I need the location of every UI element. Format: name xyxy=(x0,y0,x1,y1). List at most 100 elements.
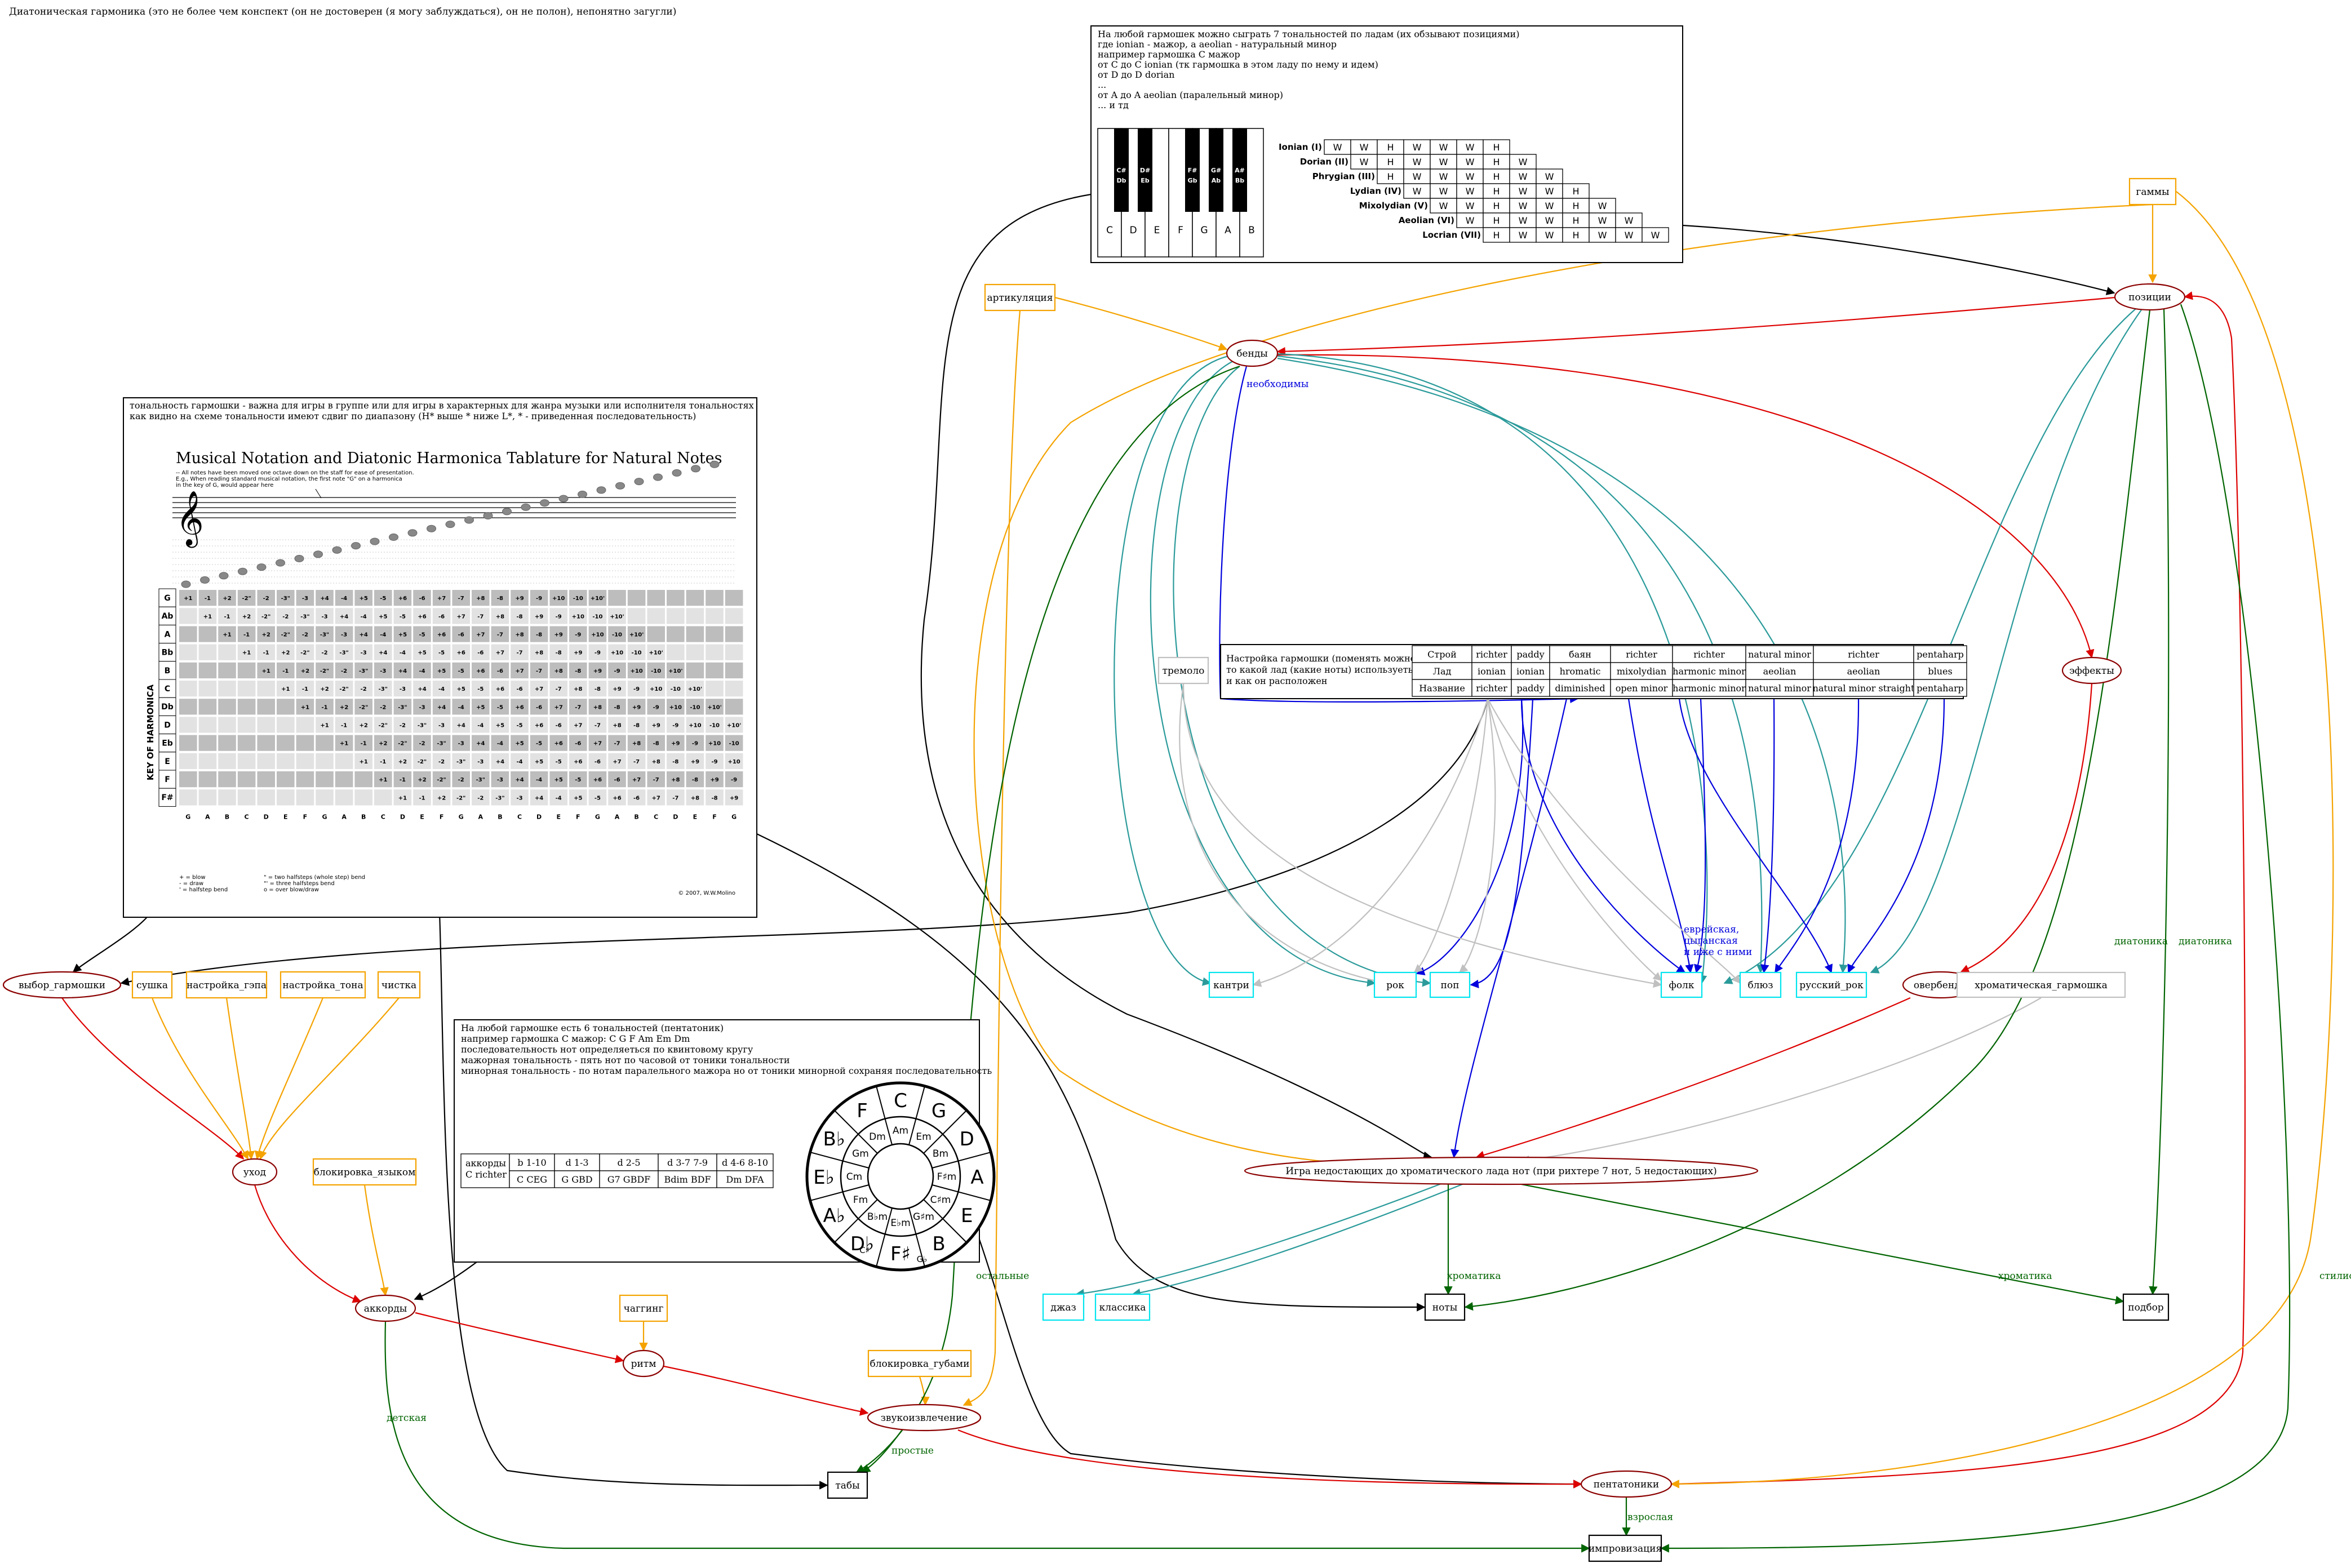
tab-cell: -3" xyxy=(339,650,348,656)
tab-cell: -4 xyxy=(419,668,425,674)
tab-cell: +5 xyxy=(437,668,446,674)
tab-cell-bg xyxy=(354,717,372,733)
tab-cell: -6 xyxy=(575,741,581,747)
tab-cell: -5 xyxy=(516,723,522,729)
tab-cell-bg xyxy=(452,735,470,751)
harmonica-key: B xyxy=(165,667,171,676)
tab-cell-bg xyxy=(198,681,217,697)
tab-cell-bg xyxy=(374,608,392,624)
tab-cell-bg xyxy=(549,626,567,642)
music-staff: 𝄞 xyxy=(172,460,736,588)
edge-modes-to-pozicii xyxy=(1682,224,2115,295)
circle-minor-key: Am xyxy=(893,1125,908,1136)
chord-value: Dm DFA xyxy=(726,1174,764,1185)
tab-cell: -4 xyxy=(341,596,347,602)
tab-cell-bg xyxy=(257,771,275,788)
tab-cell-bg xyxy=(218,662,236,678)
tuning-cell: harmonic minor xyxy=(1673,683,1746,694)
tab-cell-bg xyxy=(316,681,334,697)
edge-tuning-to-rok xyxy=(1416,698,1524,976)
tab-cell-bg xyxy=(179,753,197,769)
node-label: рок xyxy=(1386,980,1404,991)
circle-divider xyxy=(876,1207,893,1267)
tab-cell: +2 xyxy=(320,686,329,692)
edge-bendy-to-rok xyxy=(1150,360,1376,987)
mode-step-cell xyxy=(1377,139,1404,155)
tab-cell: +1 xyxy=(398,795,407,801)
node-zvukoizvlechenie: звукоизвлечение xyxy=(867,1403,982,1432)
circle-inner xyxy=(867,1143,934,1210)
tuning-cell: richter xyxy=(1626,649,1657,660)
tab-cell: -9 xyxy=(672,723,678,729)
tab-cell-bg xyxy=(627,644,646,660)
circle-minor-key: E♭m xyxy=(890,1218,910,1229)
mode-step: H xyxy=(1493,171,1500,182)
tab-cell-bg xyxy=(257,699,275,715)
tab-cell-bg xyxy=(647,771,665,788)
tab-cell: -7 xyxy=(556,686,562,692)
note-row-label: E xyxy=(693,813,698,820)
tab-cell: +10 xyxy=(611,650,623,656)
tab-cell-bg xyxy=(354,753,372,769)
tab-cell-bg xyxy=(277,590,295,606)
circle-major-key: D♭ xyxy=(850,1233,874,1255)
tab-cell-bg xyxy=(472,699,490,715)
tuning-cell-box xyxy=(1913,645,1967,663)
chord-value-box xyxy=(716,1170,774,1188)
node-label: бенды xyxy=(1236,348,1268,359)
tuning-cell: aeolian xyxy=(1847,666,1880,677)
tab-cell-bg xyxy=(413,608,431,624)
tab-cell: +1 xyxy=(184,596,192,602)
tab-cell-bg xyxy=(237,771,256,788)
edge-chistka-to-ukhod xyxy=(258,997,400,1160)
staff-note xyxy=(691,465,700,473)
staff-note xyxy=(672,469,682,477)
tab-cell-bg xyxy=(198,771,217,788)
tab-cell-bg xyxy=(627,626,646,642)
tab-cell-bg xyxy=(588,699,607,715)
modes-note-line: где ionian - мажор, а aeolian - натураль… xyxy=(1098,39,1337,50)
tab-cell: +1 xyxy=(301,704,309,710)
node-label: артикуляция xyxy=(987,292,1053,304)
tab-cell: -8 xyxy=(692,777,698,783)
tab-cell-bg xyxy=(335,771,353,788)
tuning-cell: richter xyxy=(1476,649,1507,660)
tab-cell: -4 xyxy=(458,704,464,710)
tab-cell-bg xyxy=(218,608,236,624)
tab-cell: +1 xyxy=(242,650,251,656)
tab-cell: -2 xyxy=(477,795,483,801)
mode-name: Aeolian (VI) xyxy=(1399,215,1454,225)
node-label: гаммы xyxy=(2136,186,2169,198)
tab-cell: -6 xyxy=(516,686,522,692)
circle-divider xyxy=(833,1199,878,1243)
tab-cell-bg xyxy=(179,789,197,806)
node-label: блокировка_губами xyxy=(870,1358,969,1370)
tab-cell-bg xyxy=(452,753,470,769)
tab-cell-bg xyxy=(374,789,392,806)
tab-cell: +10 xyxy=(650,686,662,692)
tab-cell-bg xyxy=(393,699,412,715)
tab-cell: +5 xyxy=(574,795,582,801)
circle-divider xyxy=(876,1086,893,1145)
tab-cell-bg xyxy=(549,789,567,806)
mode-step-cell xyxy=(1456,168,1484,184)
tab-cell-bg xyxy=(569,735,587,751)
tab-cell-bg xyxy=(608,662,626,678)
tab-cell-bg xyxy=(432,735,451,751)
tab-cell-bg xyxy=(549,771,567,788)
circle-minor-key: Dm xyxy=(869,1131,886,1143)
tab-cell-bg xyxy=(354,644,372,660)
tab-cell: -3" xyxy=(281,596,290,602)
tab-cell: -7 xyxy=(516,650,522,656)
tab-cell-bg xyxy=(686,735,704,751)
node-shape xyxy=(1042,1293,1085,1321)
tab-cell: -8 xyxy=(614,704,620,710)
circle-major-key: D xyxy=(960,1128,974,1151)
circle-major-key: E♭ xyxy=(813,1166,835,1189)
tab-cell: -10 xyxy=(592,614,602,620)
mode-step: W xyxy=(1519,201,1528,211)
tab-cell-bg xyxy=(706,753,724,769)
tab-cell: +1 xyxy=(360,759,368,765)
mode-step: W xyxy=(1519,186,1528,197)
node-noty: ноты xyxy=(1424,1293,1466,1321)
